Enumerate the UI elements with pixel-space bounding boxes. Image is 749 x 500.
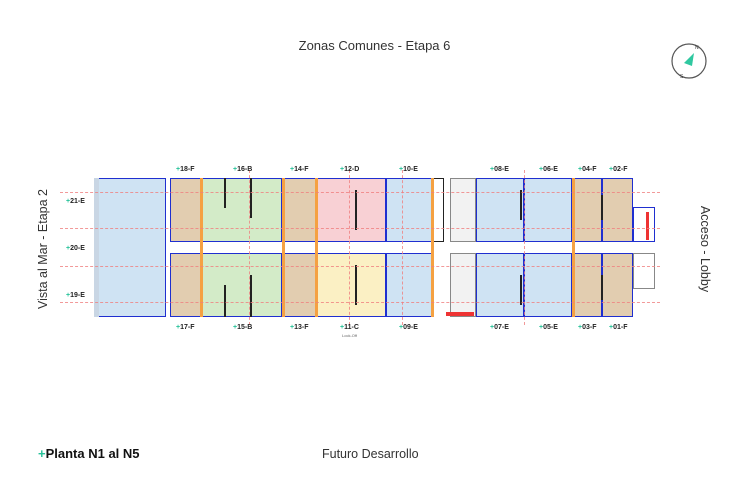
unit-13-f[interactable] (284, 253, 316, 317)
unit-06-e[interactable] (524, 178, 572, 242)
unit-label: +20-E (66, 245, 85, 252)
unit-18-f[interactable] (170, 178, 202, 242)
unit-label: +21-E (66, 198, 85, 205)
unit-label: +19-E (66, 292, 85, 299)
unit-07-e[interactable] (476, 253, 524, 317)
unit-17-f[interactable] (170, 253, 202, 317)
lock-off-note: Lock-Off (342, 333, 358, 338)
svg-text:S: S (680, 74, 684, 80)
unit-label: +09-E (399, 324, 418, 331)
unit-21-e[interactable] (94, 178, 166, 317)
unit-label: +08-E (490, 166, 509, 173)
unit-label: +06-E (539, 166, 558, 173)
unit-label: +15-B (233, 324, 253, 331)
plan-title: Zonas Comunes - Etapa 6 (298, 38, 451, 53)
unit-01-f[interactable] (602, 253, 633, 317)
svg-text:N: N (695, 45, 699, 51)
plan-level-label: +Planta N1 al N5 (38, 446, 140, 461)
unit-label: +03-F (578, 324, 597, 331)
unit-15-b[interactable] (202, 253, 282, 317)
unit-04-f[interactable] (572, 178, 602, 242)
unit-label: +13-F (290, 324, 309, 331)
unit-12-d[interactable] (316, 178, 386, 242)
lobby-access (633, 207, 655, 242)
unit-02-f[interactable] (602, 178, 633, 242)
unit-16-b[interactable] (202, 178, 282, 242)
unit-11-c[interactable] (316, 253, 386, 317)
unit-label: +17-F (176, 324, 195, 331)
unit-14-f[interactable] (284, 178, 316, 242)
unit-label: +01-F (609, 324, 628, 331)
unit-label: +14-F (290, 166, 309, 173)
unit-label: +16-B (233, 166, 253, 173)
unit-label: +12-D (340, 166, 360, 173)
unit-label: +07-E (490, 324, 509, 331)
core-top (450, 178, 476, 242)
unit-03-f[interactable] (572, 253, 602, 317)
unit-label: +11-C (340, 324, 359, 331)
unit-10-e[interactable] (386, 178, 432, 242)
unit-label: +05-E (539, 324, 558, 331)
unit-label: +04-F (578, 166, 597, 173)
lobby-stair (633, 253, 655, 289)
unit-05-e[interactable] (524, 253, 572, 317)
unit-09-e[interactable] (386, 253, 432, 317)
future-development-label: Futuro Desarrollo (322, 447, 419, 461)
unit-label: +10-E (399, 166, 418, 173)
unit-label: +18-F (176, 166, 195, 173)
stair-core (450, 253, 476, 317)
unit-label: +02-F (609, 166, 628, 173)
unit-08-e[interactable] (476, 178, 524, 242)
